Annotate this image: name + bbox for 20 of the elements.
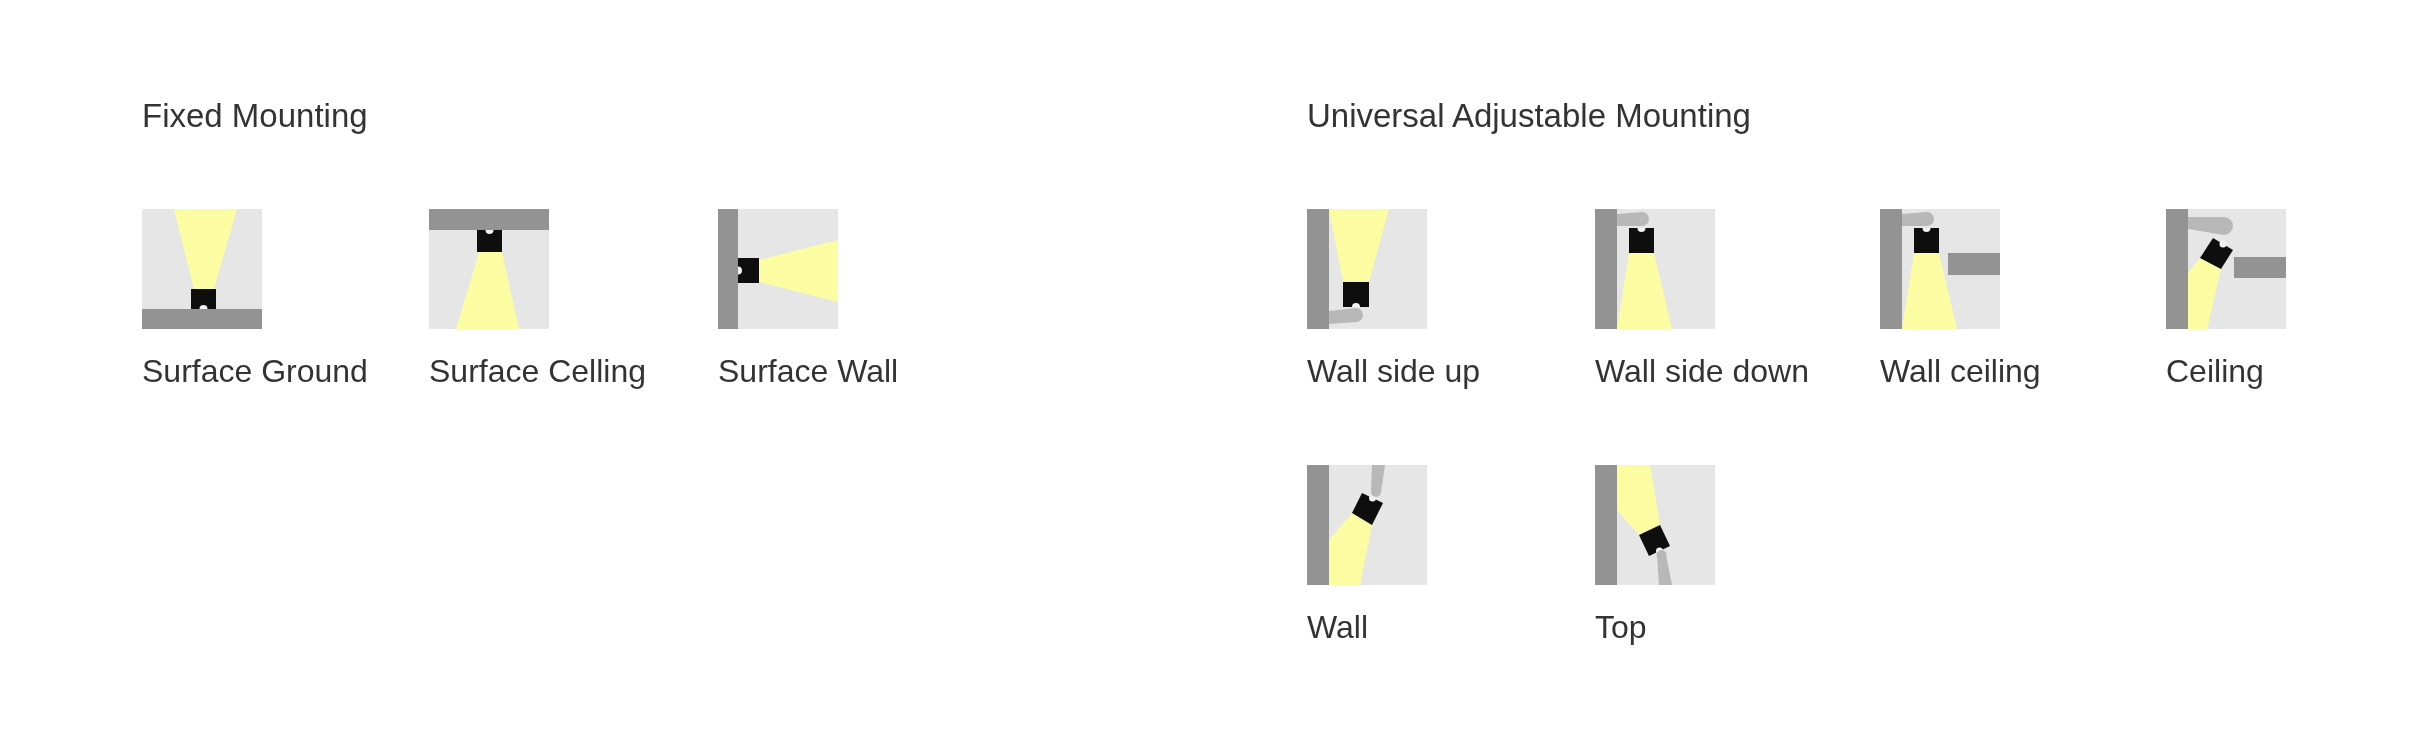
tilted-wall-arm-light-icon xyxy=(2166,209,2286,329)
node-label: Surface Ground xyxy=(142,352,368,390)
node-label: Wall side down xyxy=(1595,352,1809,390)
wall-arm-downlight-icon xyxy=(1595,209,1715,329)
node-label: Surface Wall xyxy=(718,352,899,390)
ceiling-mounted-light-icon xyxy=(429,209,549,329)
wall-arm-downlight-with-ceiling-icon xyxy=(1880,209,2000,329)
tilted-uplight-icon xyxy=(1595,465,1715,585)
tilted-wall-light-icon xyxy=(1307,465,1427,585)
wall-arm-uplight-icon xyxy=(1307,209,1427,329)
node-label: Wall xyxy=(1307,608,1369,646)
node-label: Surface Celling xyxy=(429,352,646,390)
section-heading: Universal Adjustable Mounting xyxy=(1307,96,1751,136)
node-label: Wall ceiling xyxy=(1880,352,2041,390)
node-label: Ceiling xyxy=(2166,352,2264,390)
section-heading: Fixed Mounting xyxy=(142,96,368,136)
node-label: Top xyxy=(1595,608,1647,646)
node-label: Wall side up xyxy=(1307,352,1481,390)
wall-mounted-light-icon xyxy=(718,209,838,329)
floor-mounted-light-icon xyxy=(142,209,262,329)
